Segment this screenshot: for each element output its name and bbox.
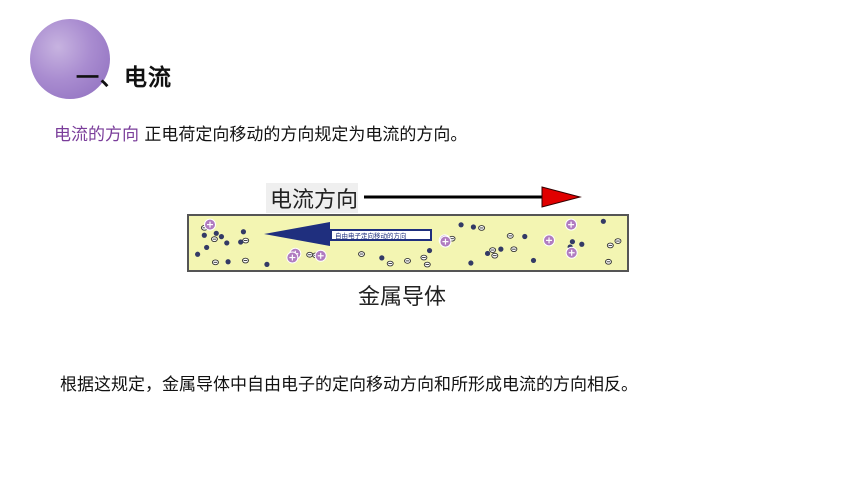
current-label-bg [266,183,358,213]
atom-dot [225,259,231,265]
definition-line: 电流的方向 正电荷定向移动的方向规定为电流的方向。 [54,120,467,145]
atom-dot [213,230,219,236]
current-direction-label: 电流方向 [270,188,358,213]
atom-dot [379,255,385,261]
atom-dot [468,260,474,266]
atom-dot [238,239,244,245]
electron-label-bg [332,231,430,239]
atom-dot [530,257,537,264]
atom-dot [264,261,270,267]
atom-dot [600,218,606,224]
atom-dot [218,234,225,240]
definition-term: 电流的方向 [54,125,139,145]
atom-dot [201,232,207,238]
summary-text: 根据这规定，金属导体中自由电子的定向移动方向和所形成电流的方向相反。 [60,375,638,395]
atom-dot [484,250,491,257]
electron-direction-label: 自由电子定向移动的方向 [335,231,407,240]
atom-dot [426,247,433,254]
electron-arrow-head [264,222,330,246]
atom-dot [498,246,504,252]
atom-dot [204,244,210,251]
definition-text: 正电荷定向移动的方向规定为电流的方向。 [144,125,468,145]
atom-dot [579,241,585,247]
atom-dot [240,229,247,235]
atom-dot [522,233,528,240]
conductor-diagram: 电流方向 自由电子定向移动的方向 金属导体 [187,183,629,310]
atom-dot [458,222,464,228]
atom-dot [224,240,230,246]
particles-group [195,218,622,268]
atom-dot [470,224,477,230]
decorative-circle [30,19,110,99]
atom-dot [569,239,576,245]
current-arrow-head [541,186,582,208]
atom-dot [195,251,201,257]
conductor-label: 金属导体 [358,285,446,310]
section-title: 一、电流 [76,65,172,91]
